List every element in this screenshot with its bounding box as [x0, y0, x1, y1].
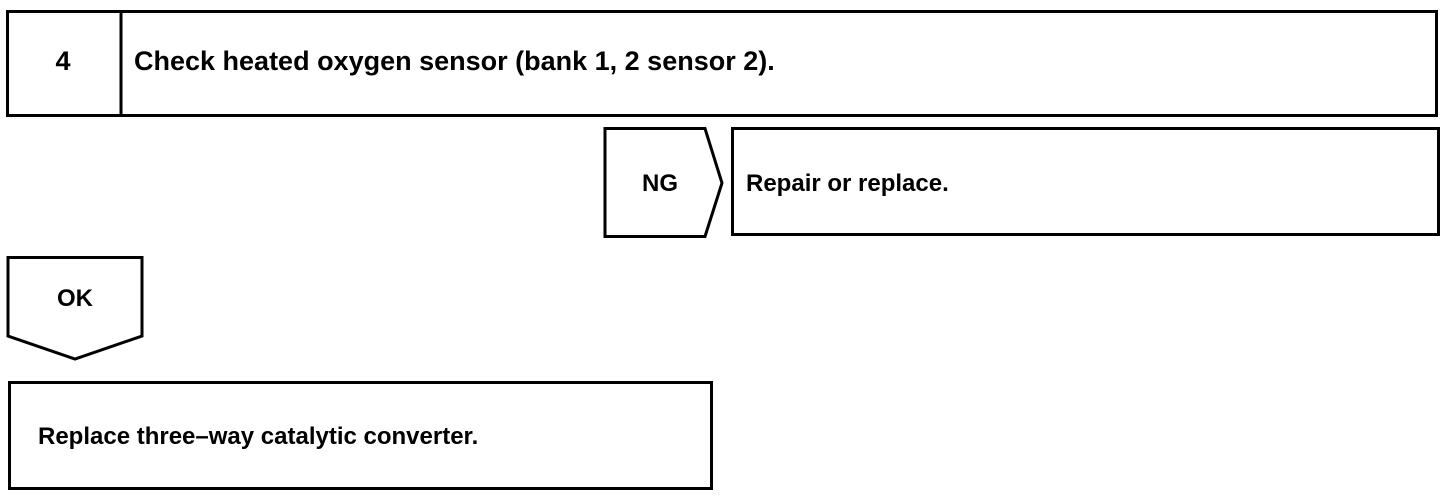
ng-action-box	[731, 127, 1440, 236]
ng-label: NG	[642, 170, 678, 197]
ng-action-text: Repair or replace.	[746, 170, 949, 197]
ng-arrow	[603, 127, 724, 238]
ok-action-box	[8, 381, 713, 490]
step-box	[6, 10, 1438, 117]
step-title: Check heated oxygen sensor (bank 1, 2 se…	[134, 46, 775, 76]
ok-arrow	[6, 256, 144, 361]
ok-label: OK	[57, 285, 93, 312]
ok-action-text: Replace three–way catalytic converter.	[38, 423, 479, 450]
step-number: 4	[55, 46, 71, 76]
